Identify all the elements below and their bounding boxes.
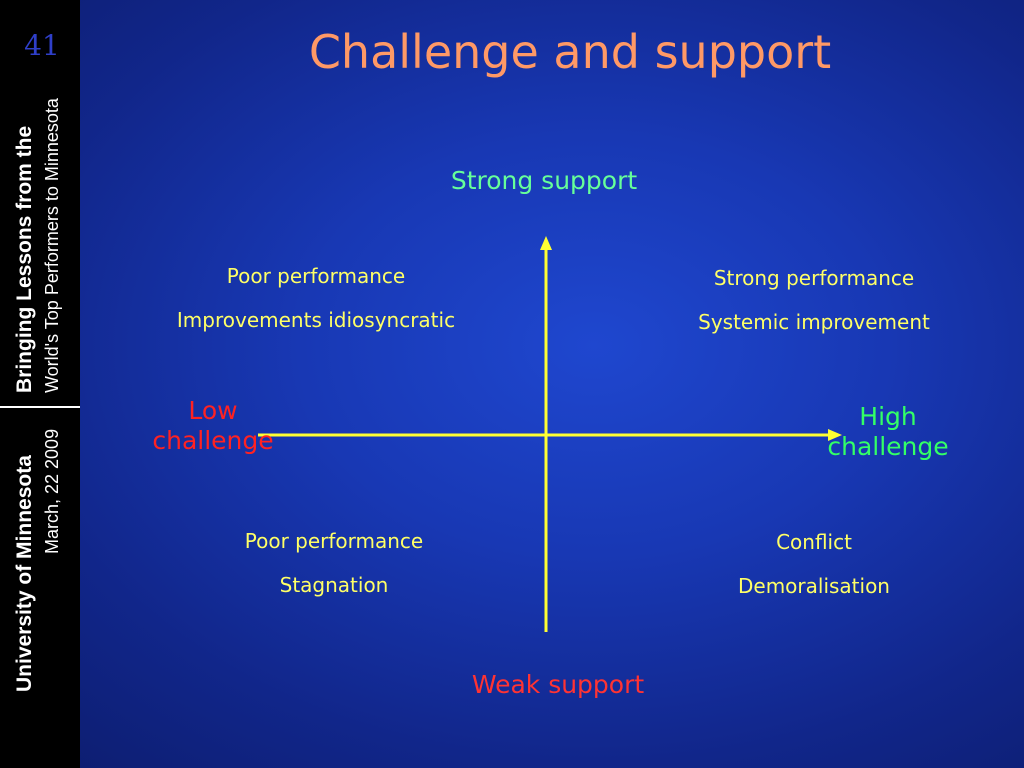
horizontal-axis-arrowhead [828, 429, 842, 441]
axis-label-weak-support: Weak support [471, 670, 645, 699]
vertical-axis-arrowhead [540, 236, 552, 250]
quadrant-bottom-left-line1: Poor performance [244, 529, 424, 553]
axis-label-high-challenge: High challenge [827, 402, 949, 461]
axis-label-strong-support: Strong support [450, 166, 638, 195]
slide-title: Challenge and support [308, 25, 832, 79]
axis-label-low-challenge: Low challenge [152, 396, 274, 455]
quadrant-top-left-line2: Improvements idiosyncratic [176, 308, 456, 332]
quadrant-bottom-right-line1: Conflict [776, 530, 852, 554]
quadrant-bottom-left: Poor performance Stagnation [134, 531, 534, 595]
sidebar-divider [0, 406, 80, 408]
quadrant-top-right: Strong performance Systemic improvement [614, 268, 1014, 332]
slide-number: 41 [24, 29, 60, 62]
quadrant-top-right-line1: Strong performance [713, 266, 915, 290]
quadrant-bottom-right: Conflict Demoralisation [614, 532, 1014, 596]
quadrant-top-right-line2: Systemic improvement [698, 310, 930, 334]
quadrant-bottom-left-line2: Stagnation [279, 573, 389, 597]
quadrant-top-left-line1: Poor performance [226, 264, 406, 288]
sidebar: 41 Bringing Lessons from the World's Top… [0, 0, 80, 768]
quadrant-bottom-right-line2: Demoralisation [737, 574, 890, 598]
quadrant-top-left: Poor performance Improvements idiosyncra… [116, 266, 516, 330]
